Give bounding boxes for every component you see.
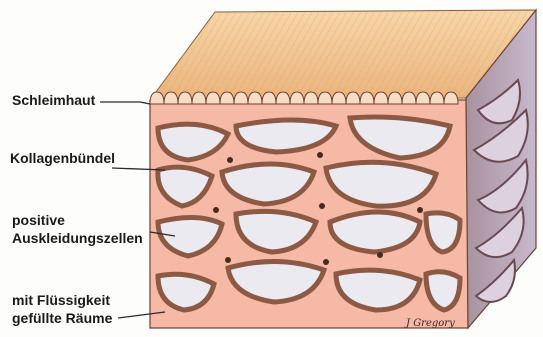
epithelial-cell — [234, 92, 248, 104]
leader-line-mucosa — [100, 102, 150, 104]
epithelial-cell — [192, 92, 206, 104]
epithelial-cell — [248, 92, 262, 104]
epithelial-cell — [276, 92, 290, 104]
epithelial-cell — [388, 92, 402, 104]
epithelial-cell — [206, 92, 220, 104]
epithelial-cell — [178, 92, 192, 104]
epithelial-cell — [332, 92, 346, 104]
epithelial-cell — [430, 92, 444, 104]
epithelial-cell — [164, 92, 178, 104]
artist-signature: J Gregory — [406, 318, 455, 329]
epithelial-cell — [318, 92, 332, 104]
label-collagen-bundles: Kollagenbündel — [10, 150, 115, 167]
epithelial-cell — [346, 92, 360, 104]
epithelial-cell — [150, 92, 164, 104]
label-fluid-spaces-line1: mit Flüssigkeit — [12, 292, 110, 309]
epithelial-cell — [262, 92, 276, 104]
label-lining-cells-line2: Auskleidungszellen — [12, 230, 143, 247]
epithelial-cell — [290, 92, 304, 104]
epithelial-cell — [220, 92, 234, 104]
epithelial-cell — [416, 92, 430, 104]
epithelial-cell — [444, 92, 458, 104]
label-fluid-spaces-line2: gefüllte Räume — [12, 310, 112, 327]
label-lining-cells-line1: positive — [12, 212, 65, 229]
epithelial-cell — [374, 92, 388, 104]
label-mucosa: Schleimhaut — [12, 92, 95, 109]
epithelial-cell — [304, 92, 318, 104]
epithelial-cell — [402, 92, 416, 104]
epithelial-cell — [360, 92, 374, 104]
